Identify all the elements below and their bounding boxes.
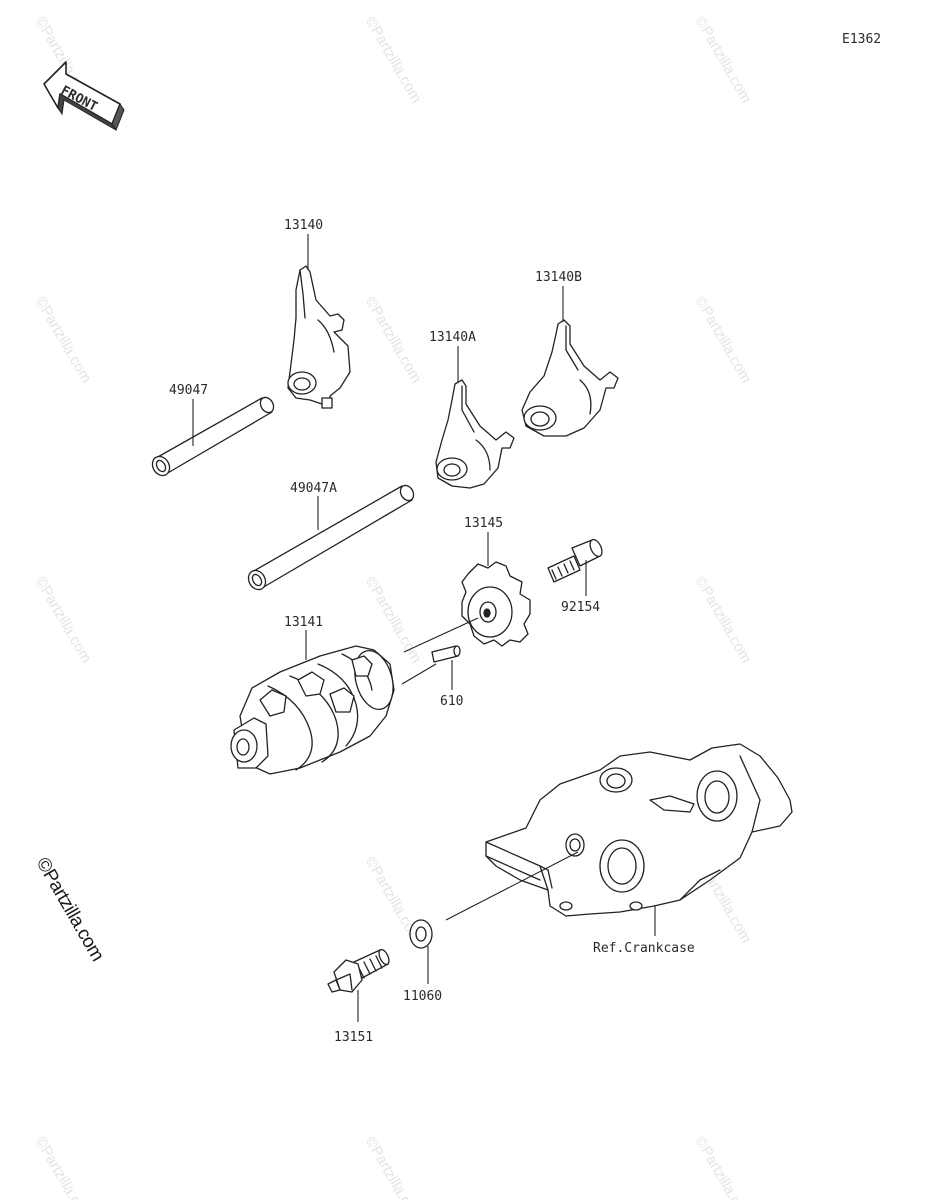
watermark: ©Partzilla.com [692,1134,755,1200]
bolt-92154 [547,538,603,583]
partzilla-logo: ©Partzilla.com [32,854,108,965]
neutral-switch-13151 [327,948,390,993]
watermark: ©Partzilla.com [362,14,425,106]
front-arrow-icon: FRONT [43,61,125,132]
part-label-13140A: 13140A [429,330,476,345]
operating-plate-13145 [461,561,531,647]
watermark: ©Partzilla.com [692,294,755,386]
shift-fork-13140A [435,379,515,489]
reference-label-crankcase: Ref.Crankcase [593,941,695,956]
part-label-610: 610 [440,694,463,709]
part-label-13145: 13145 [464,516,503,531]
watermark: ©Partzilla.com [692,574,755,666]
watermark: ©Partzilla.com [692,14,755,106]
watermark-layer: ©Partzilla.com ©Partzilla.com ©Partzilla… [32,14,755,1200]
part-label-13141: 13141 [284,615,323,630]
diagram-code: E1362 [842,32,881,47]
leader-lines [192,234,656,1022]
shift-drum-13141 [230,645,395,775]
watermark: ©Partzilla.com [32,1134,95,1200]
part-label-13140B: 13140B [535,270,582,285]
watermark: ©Partzilla.com [32,294,95,386]
watermark: ©Partzilla.com [32,574,95,666]
shift-fork-13140B [521,319,619,437]
shift-fork-13140 [287,265,351,409]
part-label-13140: 13140 [284,218,323,233]
part-label-49047: 49047 [169,383,208,398]
part-label-92154: 92154 [561,600,600,615]
part-label-11060: 11060 [403,989,442,1004]
part-labels: 13140 13140A 13140B 49047 49047A 13145 9… [169,218,695,1045]
pin-610 [431,645,461,663]
shaft-49047A [247,484,415,591]
part-label-13151: 13151 [334,1030,373,1045]
shaft-49047 [151,396,275,477]
crankcase-reference [485,743,793,917]
part-label-49047A: 49047A [290,481,337,496]
washer-11060 [409,919,433,949]
watermark: ©Partzilla.com [362,1134,425,1200]
watermark: ©Partzilla.com [362,294,425,386]
